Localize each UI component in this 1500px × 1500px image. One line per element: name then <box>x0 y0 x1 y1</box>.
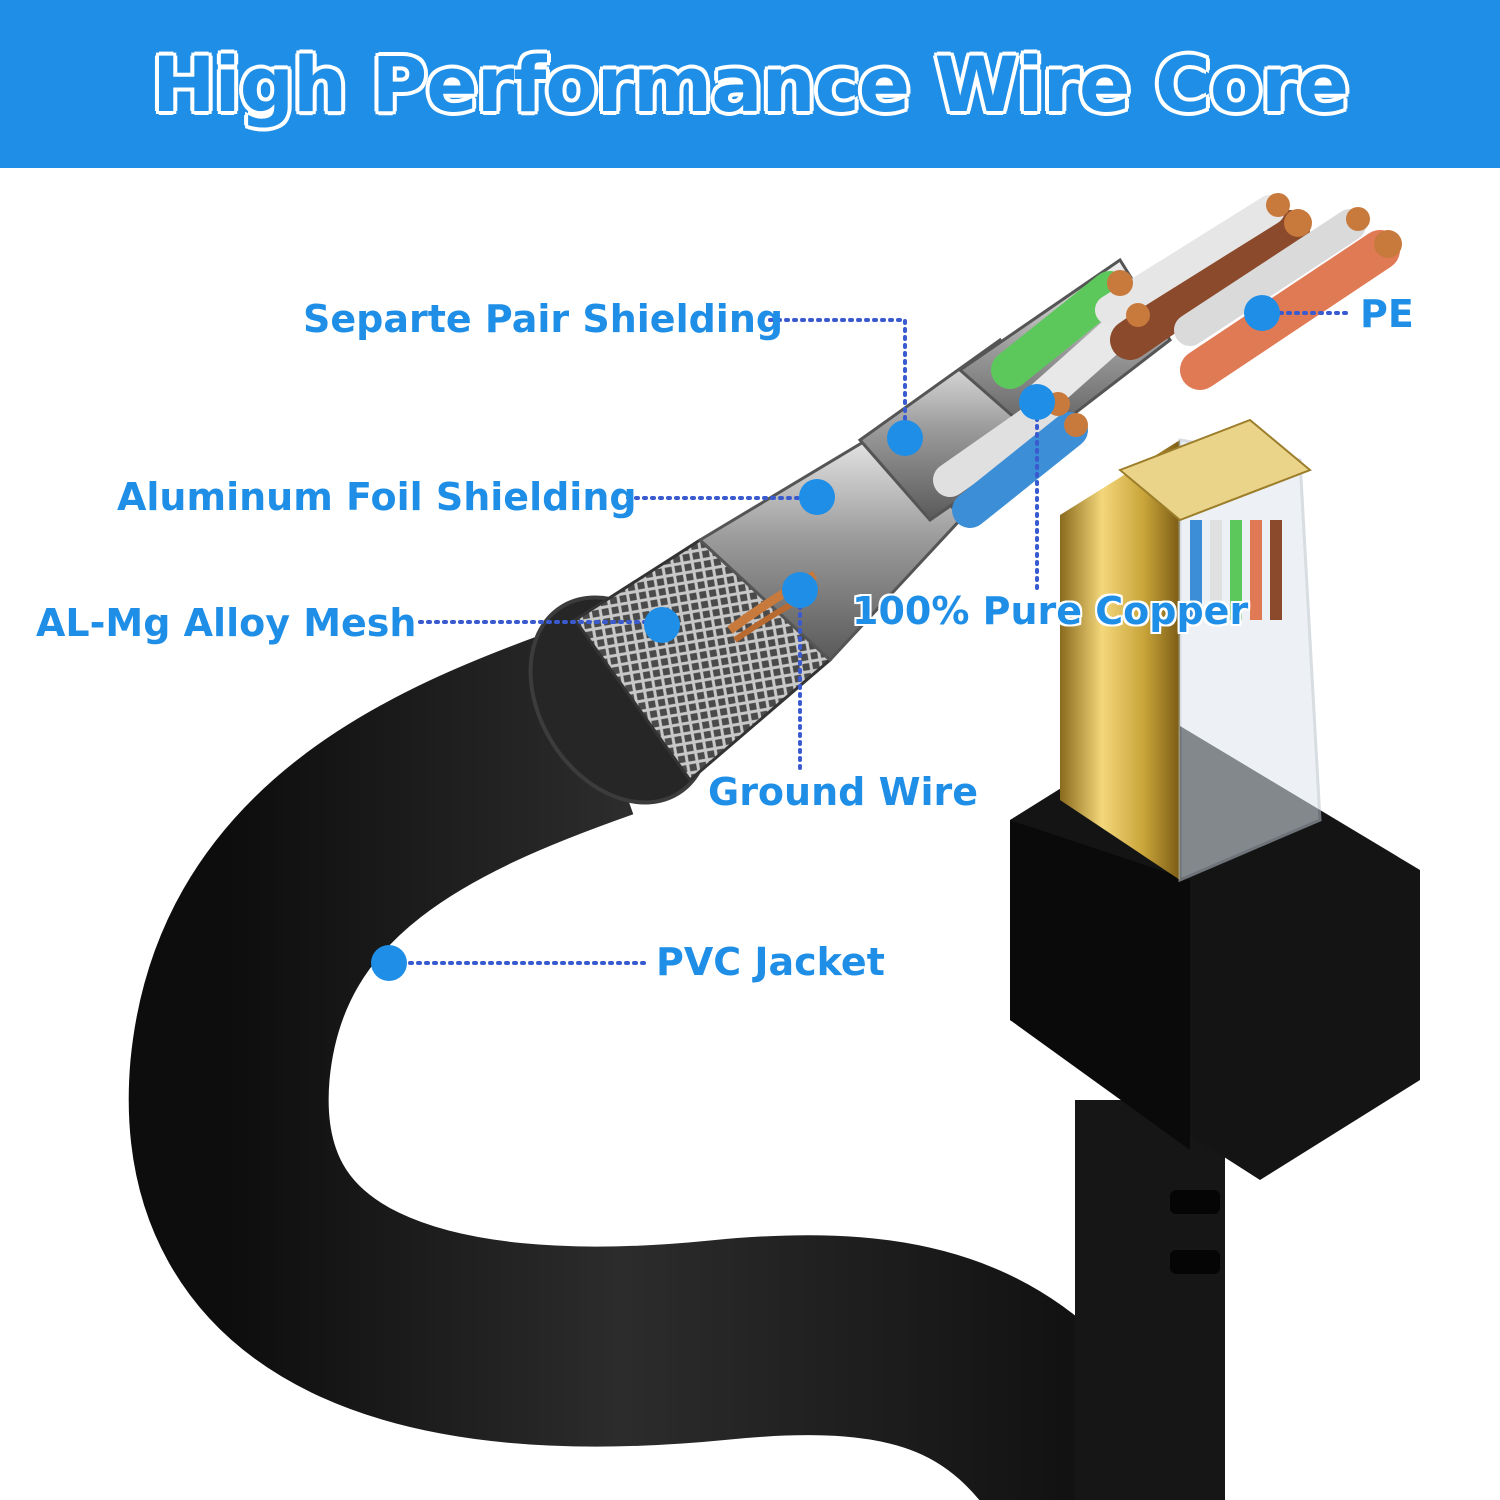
label-pe: PE <box>1360 292 1414 336</box>
pvc-jacket-shape <box>128 625 1187 1500</box>
dot-al-mg-mesh <box>644 607 680 643</box>
label-pvc-jacket: PVC Jacket <box>656 940 885 984</box>
dot-ground-wire <box>782 572 818 608</box>
dot-pvc-jacket <box>371 945 407 981</box>
page-title: High Performance Wire Core <box>151 39 1349 129</box>
rj45-connector <box>1010 418 1420 1180</box>
title-banner: High Performance Wire Core <box>0 0 1500 168</box>
callout-dots <box>371 295 1280 981</box>
dot-separate-pair-shielding <box>887 420 923 456</box>
label-al-mg-alloy-mesh: AL-Mg Alloy Mesh <box>36 601 417 645</box>
label-ground-wire: Ground Wire <box>708 770 979 814</box>
dot-aluminum-foil <box>799 479 835 515</box>
dot-pe <box>1244 295 1280 331</box>
label-separate-pair-shielding: Separte Pair Shielding <box>303 297 784 341</box>
twisted-pair-wires <box>727 193 1402 643</box>
label-pure-copper: 100% Pure Copper <box>852 589 1249 633</box>
leader-lines <box>408 311 1354 965</box>
dot-pure-copper <box>1019 384 1055 420</box>
label-aluminum-foil-shielding: Aluminum Foil Shielding <box>117 475 637 519</box>
